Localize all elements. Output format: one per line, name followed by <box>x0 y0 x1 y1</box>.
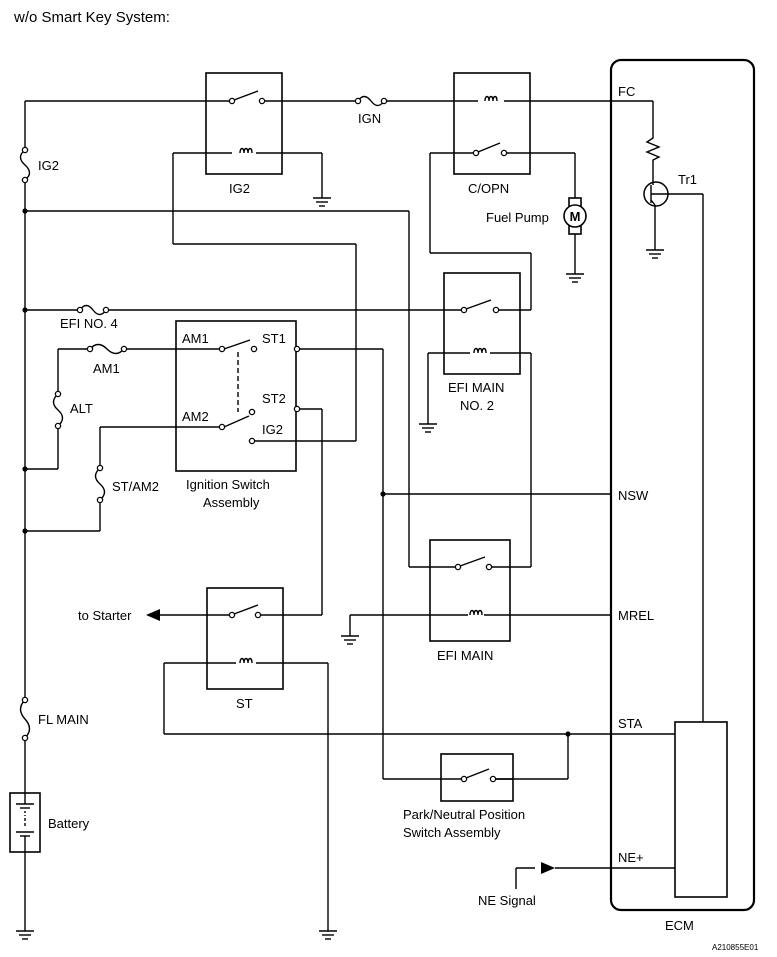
arrow-left-icon <box>146 609 160 621</box>
relay-efi-main-no2-label-1: EFI MAIN <box>448 380 504 395</box>
fuse-ig2-label: IG2 <box>38 158 59 173</box>
ground-icon <box>340 629 360 645</box>
to-starter-label: to Starter <box>78 608 132 623</box>
pnp-label-2: Switch Assembly <box>403 825 501 840</box>
ecm-label: ECM <box>665 918 694 933</box>
ignition-switch-assembly: AM1 ST1 AM2 ST2 IG2 Ignition Switch Asse… <box>175 320 301 510</box>
ecm-terminal-sta: STA <box>618 716 643 731</box>
pnp-label-1: Park/Neutral Position <box>403 807 525 822</box>
fuse-alt: ALT <box>52 390 93 430</box>
ign-sw-label-1: Ignition Switch <box>186 477 270 492</box>
fuse-st-am2: ST/AM2 <box>94 464 159 504</box>
relay-ig2-label: IG2 <box>229 181 250 196</box>
fuse-alt-label: ALT <box>70 401 93 416</box>
to-starter: to Starter <box>78 608 160 623</box>
battery: Battery <box>9 792 90 853</box>
motor-icon <box>563 204 587 228</box>
fuse-fl-main: FL MAIN <box>19 696 89 742</box>
park-neutral-switch: Park/Neutral Position Switch Assembly <box>403 753 525 840</box>
relay-efi-main-label: EFI MAIN <box>437 648 493 663</box>
relay-c-opn: C/OPN <box>453 72 531 196</box>
ecm-terminal-ne: NE+ <box>618 850 644 865</box>
ne-signal: NE Signal <box>478 862 555 908</box>
fuel-pump-label: Fuel Pump <box>486 210 549 225</box>
ecm-terminal-mrel: MREL <box>618 608 654 623</box>
ground-icon <box>312 191 332 207</box>
ign-sw-st1-label: ST1 <box>262 331 286 346</box>
ground-icon <box>645 243 665 259</box>
diagram-title: w/o Smart Key System: <box>13 9 170 26</box>
ground-icon <box>15 924 35 940</box>
ign-sw-am1-label: AM1 <box>182 331 209 346</box>
relay-efi-main-no2-label-2: NO. 2 <box>460 398 494 413</box>
relay-efi-main-no2: EFI MAIN NO. 2 <box>443 272 521 413</box>
fuse-am1-label: AM1 <box>93 361 120 376</box>
ign-sw-am2-label: AM2 <box>182 409 209 424</box>
relay-c-opn-label: C/OPN <box>468 181 509 196</box>
main-wiring <box>22 100 654 925</box>
motor-symbol: M <box>570 209 581 224</box>
fuse-st-am2-label: ST/AM2 <box>112 479 159 494</box>
fuel-pump: M Fuel Pump <box>486 197 587 235</box>
ne-signal-label: NE Signal <box>478 893 536 908</box>
ground-icon <box>418 417 438 433</box>
tr1-label: Tr1 <box>678 172 697 187</box>
ground-icon <box>318 924 338 940</box>
fuse-fl-main-label: FL MAIN <box>38 712 89 727</box>
fuse-efi-no4: EFI NO. 4 <box>60 304 118 331</box>
relay-efi-main: EFI MAIN <box>429 539 511 663</box>
arrow-right-icon <box>541 862 555 874</box>
figure-code: A210855E01 <box>712 943 759 952</box>
ign-sw-st2-label: ST2 <box>262 391 286 406</box>
ecm-terminal-fc: FC <box>618 84 635 99</box>
fuse-ign: IGN <box>354 95 388 126</box>
fuse-ign-label: IGN <box>358 111 381 126</box>
fuse-efi-no4-label: EFI NO. 4 <box>60 316 118 331</box>
ign-sw-label-2: Assembly <box>203 495 260 510</box>
ecm: ECM FC NSW MREL STA NE+ Tr1 <box>609 58 756 933</box>
ecm-internal-block <box>674 721 728 898</box>
resistor-icon <box>645 135 661 178</box>
relay-st: ST <box>206 587 284 711</box>
ign-sw-ig2-label: IG2 <box>262 422 283 437</box>
relay-st-label: ST <box>236 696 253 711</box>
ecm-terminal-nsw: NSW <box>618 488 649 503</box>
ground-icon <box>565 267 585 283</box>
fuse-am1: AM1 <box>86 343 128 376</box>
fuse-ig2: IG2 <box>19 146 59 184</box>
battery-label: Battery <box>48 816 90 831</box>
relay-ig2: IG2 <box>205 72 283 196</box>
transistor-tr1: Tr1 <box>643 172 704 722</box>
